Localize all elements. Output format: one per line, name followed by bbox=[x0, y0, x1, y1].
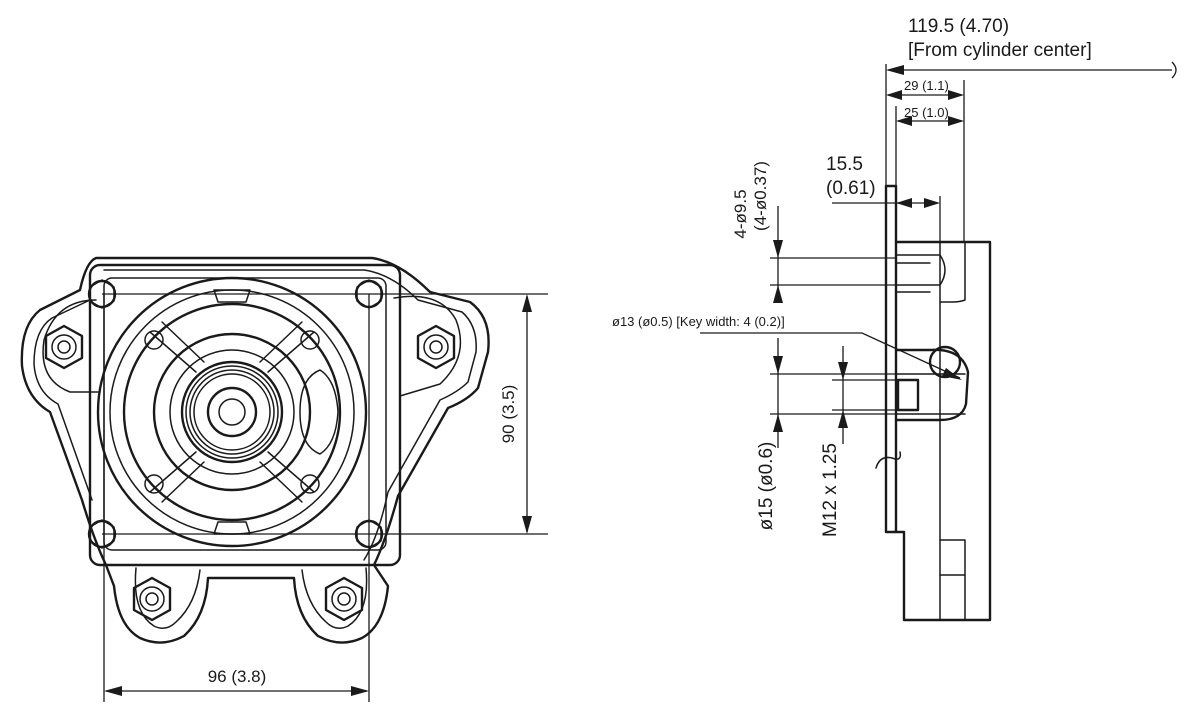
side-step bbox=[939, 241, 966, 621]
housing-rim-circle bbox=[109, 289, 355, 535]
key-circle bbox=[928, 345, 962, 379]
side-lower-step bbox=[939, 539, 966, 621]
mount-bolt-left bbox=[44, 324, 84, 370]
dim-label-holes: 4-ø9.5 bbox=[731, 189, 750, 238]
break-curve bbox=[875, 451, 902, 469]
dim-label-15-5: 15.5 bbox=[826, 154, 863, 175]
dim-label-96: 96 (3.8) bbox=[208, 667, 267, 686]
hub-bearing bbox=[180, 360, 284, 464]
side-view: 119.5 (4.70) [From cylinder center] 29 (… bbox=[612, 16, 1177, 622]
dim-label-29: 29 (1.1) bbox=[904, 78, 949, 93]
mount-bolt-bottom-left bbox=[132, 576, 172, 622]
dim-label-25: 25 (1.0) bbox=[904, 105, 949, 120]
shaft-circle bbox=[206, 386, 258, 438]
side-slot-inner bbox=[895, 262, 931, 293]
dim-label-90: 90 (3.5) bbox=[499, 385, 518, 444]
mount-bolt-right bbox=[416, 324, 456, 370]
flange-outline bbox=[20, 256, 490, 644]
housing-ribs bbox=[144, 289, 339, 535]
shaft-boss bbox=[894, 348, 970, 422]
housing-inner-circle bbox=[122, 302, 342, 522]
bolt-hex-bl bbox=[89, 519, 115, 549]
dim-label-holes-in: (4-ø0.37) bbox=[751, 161, 770, 231]
dim-label-15-5-in: (0.61) bbox=[826, 178, 876, 199]
mount-bolt-bottom-right bbox=[324, 576, 364, 622]
bolt-hex-tl bbox=[89, 279, 115, 309]
hub-outer bbox=[152, 332, 312, 492]
thread-block bbox=[896, 378, 920, 412]
housing-outer-circle bbox=[96, 276, 368, 548]
leader-shaft-key bbox=[700, 332, 961, 379]
right-ear bbox=[393, 295, 462, 397]
shaft-core bbox=[218, 398, 246, 426]
side-body bbox=[894, 240, 992, 622]
side-slot bbox=[895, 254, 946, 286]
dim-label-shaft-key: ø13 (ø0.5) [Key width: 4 (0.2)] bbox=[612, 314, 785, 329]
left-ear bbox=[42, 299, 99, 393]
hub-mid bbox=[169, 349, 295, 475]
flange-inner-outline bbox=[33, 269, 477, 629]
flange-plate bbox=[884, 184, 898, 534]
front-view: 90 (3.5) 96 (3.8) bbox=[20, 256, 548, 702]
square-body bbox=[88, 263, 402, 567]
dim-label-119-5: 119.5 (4.70) bbox=[908, 16, 1009, 37]
break-mark bbox=[1171, 61, 1177, 79]
dim-label-shaft-d15: ø15 (ø0.6) bbox=[756, 442, 777, 531]
dim-label-thread: M12 x 1.25 bbox=[820, 443, 841, 537]
dim-label-from-center: [From cylinder center] bbox=[908, 40, 1092, 61]
